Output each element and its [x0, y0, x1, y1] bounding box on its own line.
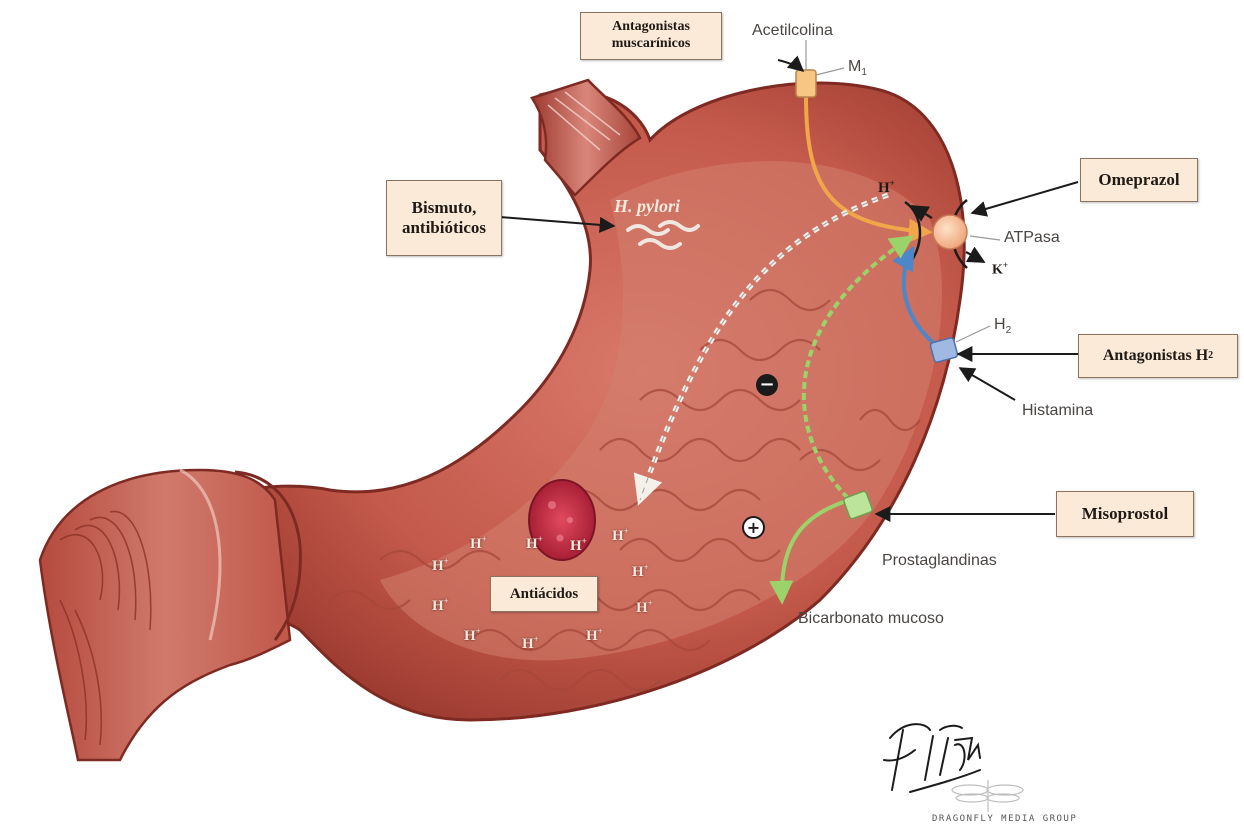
bismuth-antibiotics-box: Bismuto, antibióticos: [386, 180, 502, 256]
dragonfly-logo: [952, 780, 1023, 812]
inhibition-sign: −: [756, 374, 778, 396]
h-ion-text: H: [632, 564, 644, 580]
k-ion-text: K: [992, 263, 1003, 278]
stimulation-sign: +: [742, 516, 765, 539]
bicarbonate-label: Bicarbonato mucoso: [798, 610, 944, 628]
h-ion-text: H: [522, 636, 534, 652]
muscarinic-antagonists-box: Antagonistas muscarínicos: [580, 12, 722, 60]
h-ion-sup: +: [538, 534, 543, 544]
h2-receptor-label: H2: [994, 316, 1011, 336]
omeprazole-arrow: [972, 182, 1078, 213]
misoprostol-label: Misoprostol: [1082, 504, 1169, 524]
h-ion: H+: [522, 634, 539, 653]
h-ion-top-sup: +: [890, 178, 895, 188]
atpase-label: ATPasa: [1004, 229, 1060, 247]
h-ion-sup: +: [534, 634, 539, 644]
h-ion-sup: +: [444, 596, 449, 606]
h-ion-text: H: [432, 598, 444, 614]
histamine-arrow: [960, 368, 1015, 400]
h-ion-text: H: [636, 600, 648, 616]
k-ion-sup: +: [1003, 260, 1008, 270]
h-ion: H+: [632, 562, 649, 581]
m1-label: M1: [848, 58, 867, 78]
h-ion: H+: [432, 596, 449, 615]
h-ion: H+: [470, 534, 487, 553]
h-ion-text: H: [432, 558, 444, 574]
antacids-box: Antiácidos: [490, 576, 598, 612]
h-ion-sup: +: [482, 534, 487, 544]
h-ion: H+: [570, 536, 587, 555]
h-ion: H+: [464, 626, 481, 645]
h2-text: H: [994, 316, 1006, 333]
h-ion-text: H: [586, 628, 598, 644]
h-ion: H+: [432, 556, 449, 575]
h-ion: H+: [612, 526, 629, 545]
muscarinic-line-1: Antagonistas: [612, 19, 690, 36]
h-ion-top-label: H+: [878, 178, 895, 197]
m1-receptor: [796, 70, 816, 97]
h-ion-text: H: [612, 528, 624, 544]
muscarinic-arrow: [778, 60, 803, 71]
muscarinic-line-2: muscarínicos: [612, 36, 691, 53]
bismuth-line-1: Bismuto,: [412, 198, 477, 218]
h-ion-top-text: H: [878, 180, 890, 196]
h-ion: H+: [636, 598, 653, 617]
antacids-label: Antiácidos: [510, 585, 578, 603]
h-ion-sup: +: [624, 526, 629, 536]
netter-signature: [884, 724, 980, 792]
h-ion-text: H: [526, 536, 538, 552]
h2-antagonists-sub: 2: [1208, 350, 1213, 362]
omeprazole-label: Omeprazol: [1098, 170, 1179, 190]
h-ion-sup: +: [582, 536, 587, 546]
h-ion-sup: +: [648, 598, 653, 608]
h-ion-sup: +: [598, 626, 603, 636]
omeprazole-box: Omeprazol: [1080, 158, 1198, 202]
h-ion-sup: +: [476, 626, 481, 636]
k-ion-label: K+: [992, 260, 1008, 279]
m1-sub: 1: [861, 67, 867, 78]
h2-antagonists-label: Antagonistas H: [1103, 346, 1208, 365]
prostaglandins-label: Prostaglandinas: [882, 552, 997, 570]
h-ion-sup: +: [644, 562, 649, 572]
misoprostol-box: Misoprostol: [1056, 491, 1194, 537]
h-pylori-label: H. pylori: [614, 196, 680, 217]
h-ion-text: H: [470, 536, 482, 552]
m1-text: M: [848, 58, 861, 75]
h-ion: H+: [586, 626, 603, 645]
histamine-label: Histamina: [1022, 402, 1093, 420]
h-ion-text: H: [570, 538, 582, 554]
h2-sub: 2: [1006, 325, 1012, 336]
h-ion-text: H: [464, 628, 476, 644]
publisher-mark: DRAGONFLY MEDIA GROUP: [932, 814, 1077, 824]
h-ion-sup: +: [444, 556, 449, 566]
bismuth-line-2: antibióticos: [402, 218, 486, 238]
h-ion: H+: [526, 534, 543, 553]
atpase-pump: [933, 215, 967, 249]
acetylcholine-label: Acetilcolina: [752, 22, 833, 40]
